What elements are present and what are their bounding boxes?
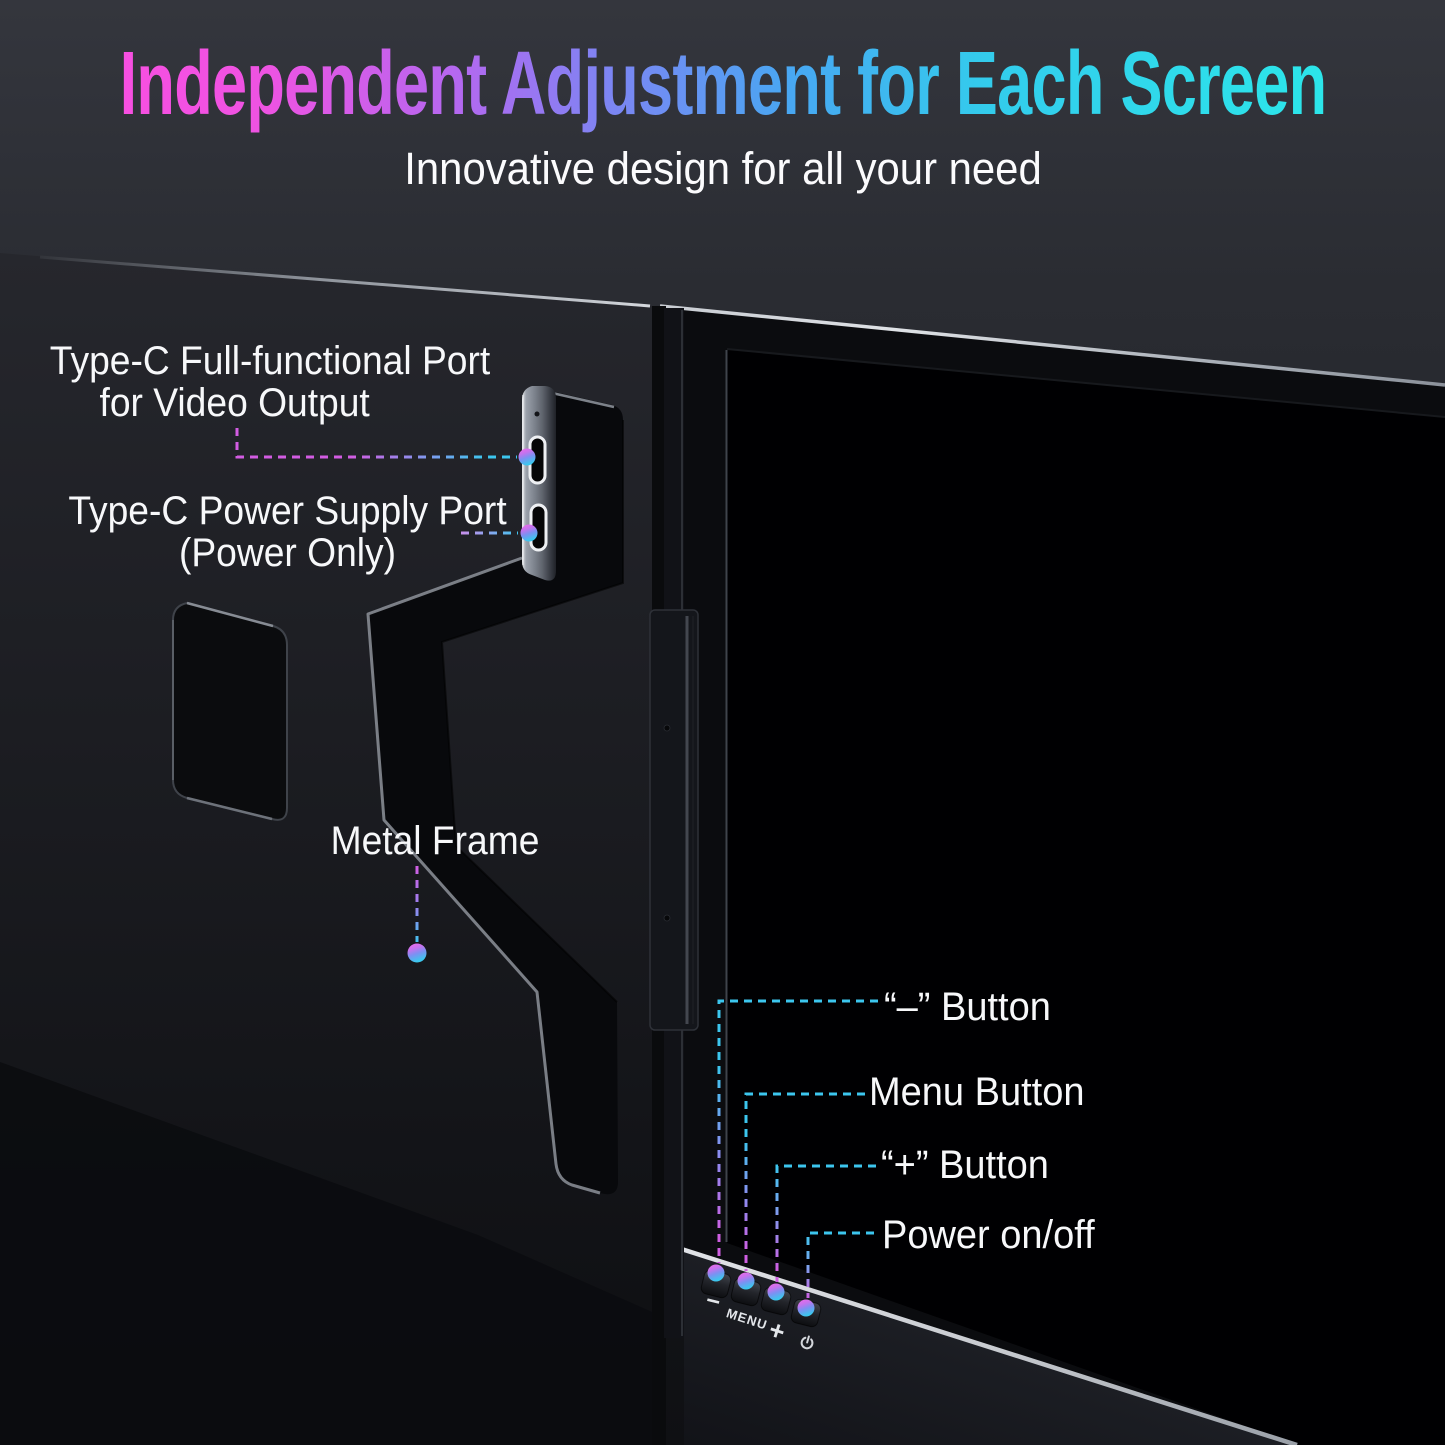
dot-menu (737, 1272, 755, 1290)
screen (727, 349, 1445, 1445)
hinge-screw (663, 724, 671, 732)
callout-plus-button: “+” Button (881, 1143, 1049, 1187)
dot-metal-frame (407, 943, 427, 963)
callout-menu-button: Menu Button (869, 1070, 1085, 1114)
panel-bottom-shadow (0, 1062, 652, 1445)
mic-hole (534, 411, 540, 417)
callout-power-port-line2: (Power Only) (178, 531, 397, 576)
hinge (649, 306, 699, 1445)
metal-frame-cutout-small (172, 601, 288, 821)
front-monitor (659, 304, 1445, 1445)
callout-power-button: Power on/off (882, 1213, 1095, 1257)
hinge-plate (649, 609, 699, 1031)
callout-line-plus (775, 1164, 876, 1282)
dot-minus (707, 1264, 725, 1282)
page-subtitle: Innovative design for all your need (403, 143, 1042, 194)
callout-power-port-line1: Type-C Power Supply Port (68, 489, 507, 533)
callout-video-port: Type-C Full-functional Port for Video Ou… (33, 340, 507, 425)
callout-line-power (806, 1231, 874, 1298)
callout-video-port-line2: for Video Output (99, 381, 370, 426)
dot-power-port (520, 524, 538, 542)
dot-plus (767, 1283, 785, 1301)
callout-video-port-line1: Type-C Full-functional Port (49, 339, 491, 383)
callout-power-port: Type-C Power Supply Port (Power Only) (48, 490, 527, 575)
page-title: Independent Adjustment for Each Screen (119, 34, 1326, 134)
callout-metal-frame: Metal Frame (330, 819, 540, 863)
panel-top-edge-highlight (39, 255, 651, 308)
dot-video-port (518, 448, 536, 466)
callout-line-menu (744, 1092, 865, 1271)
monitor-back-panel (0, 253, 652, 1445)
type-c-port-strip (522, 386, 556, 581)
hinge-screw (663, 914, 671, 922)
callout-dots (407, 448, 815, 1317)
callout-line-video-port (235, 428, 517, 459)
callout-minus-button: “–” Button (884, 985, 1051, 1029)
callout-line-minus (717, 999, 878, 1263)
callout-lines (235, 428, 878, 1298)
power-icon (797, 1333, 817, 1353)
dot-power (797, 1299, 815, 1317)
metal-frame-cutout-stair (366, 386, 624, 1195)
bezel-top-edge-highlight (659, 304, 1445, 387)
